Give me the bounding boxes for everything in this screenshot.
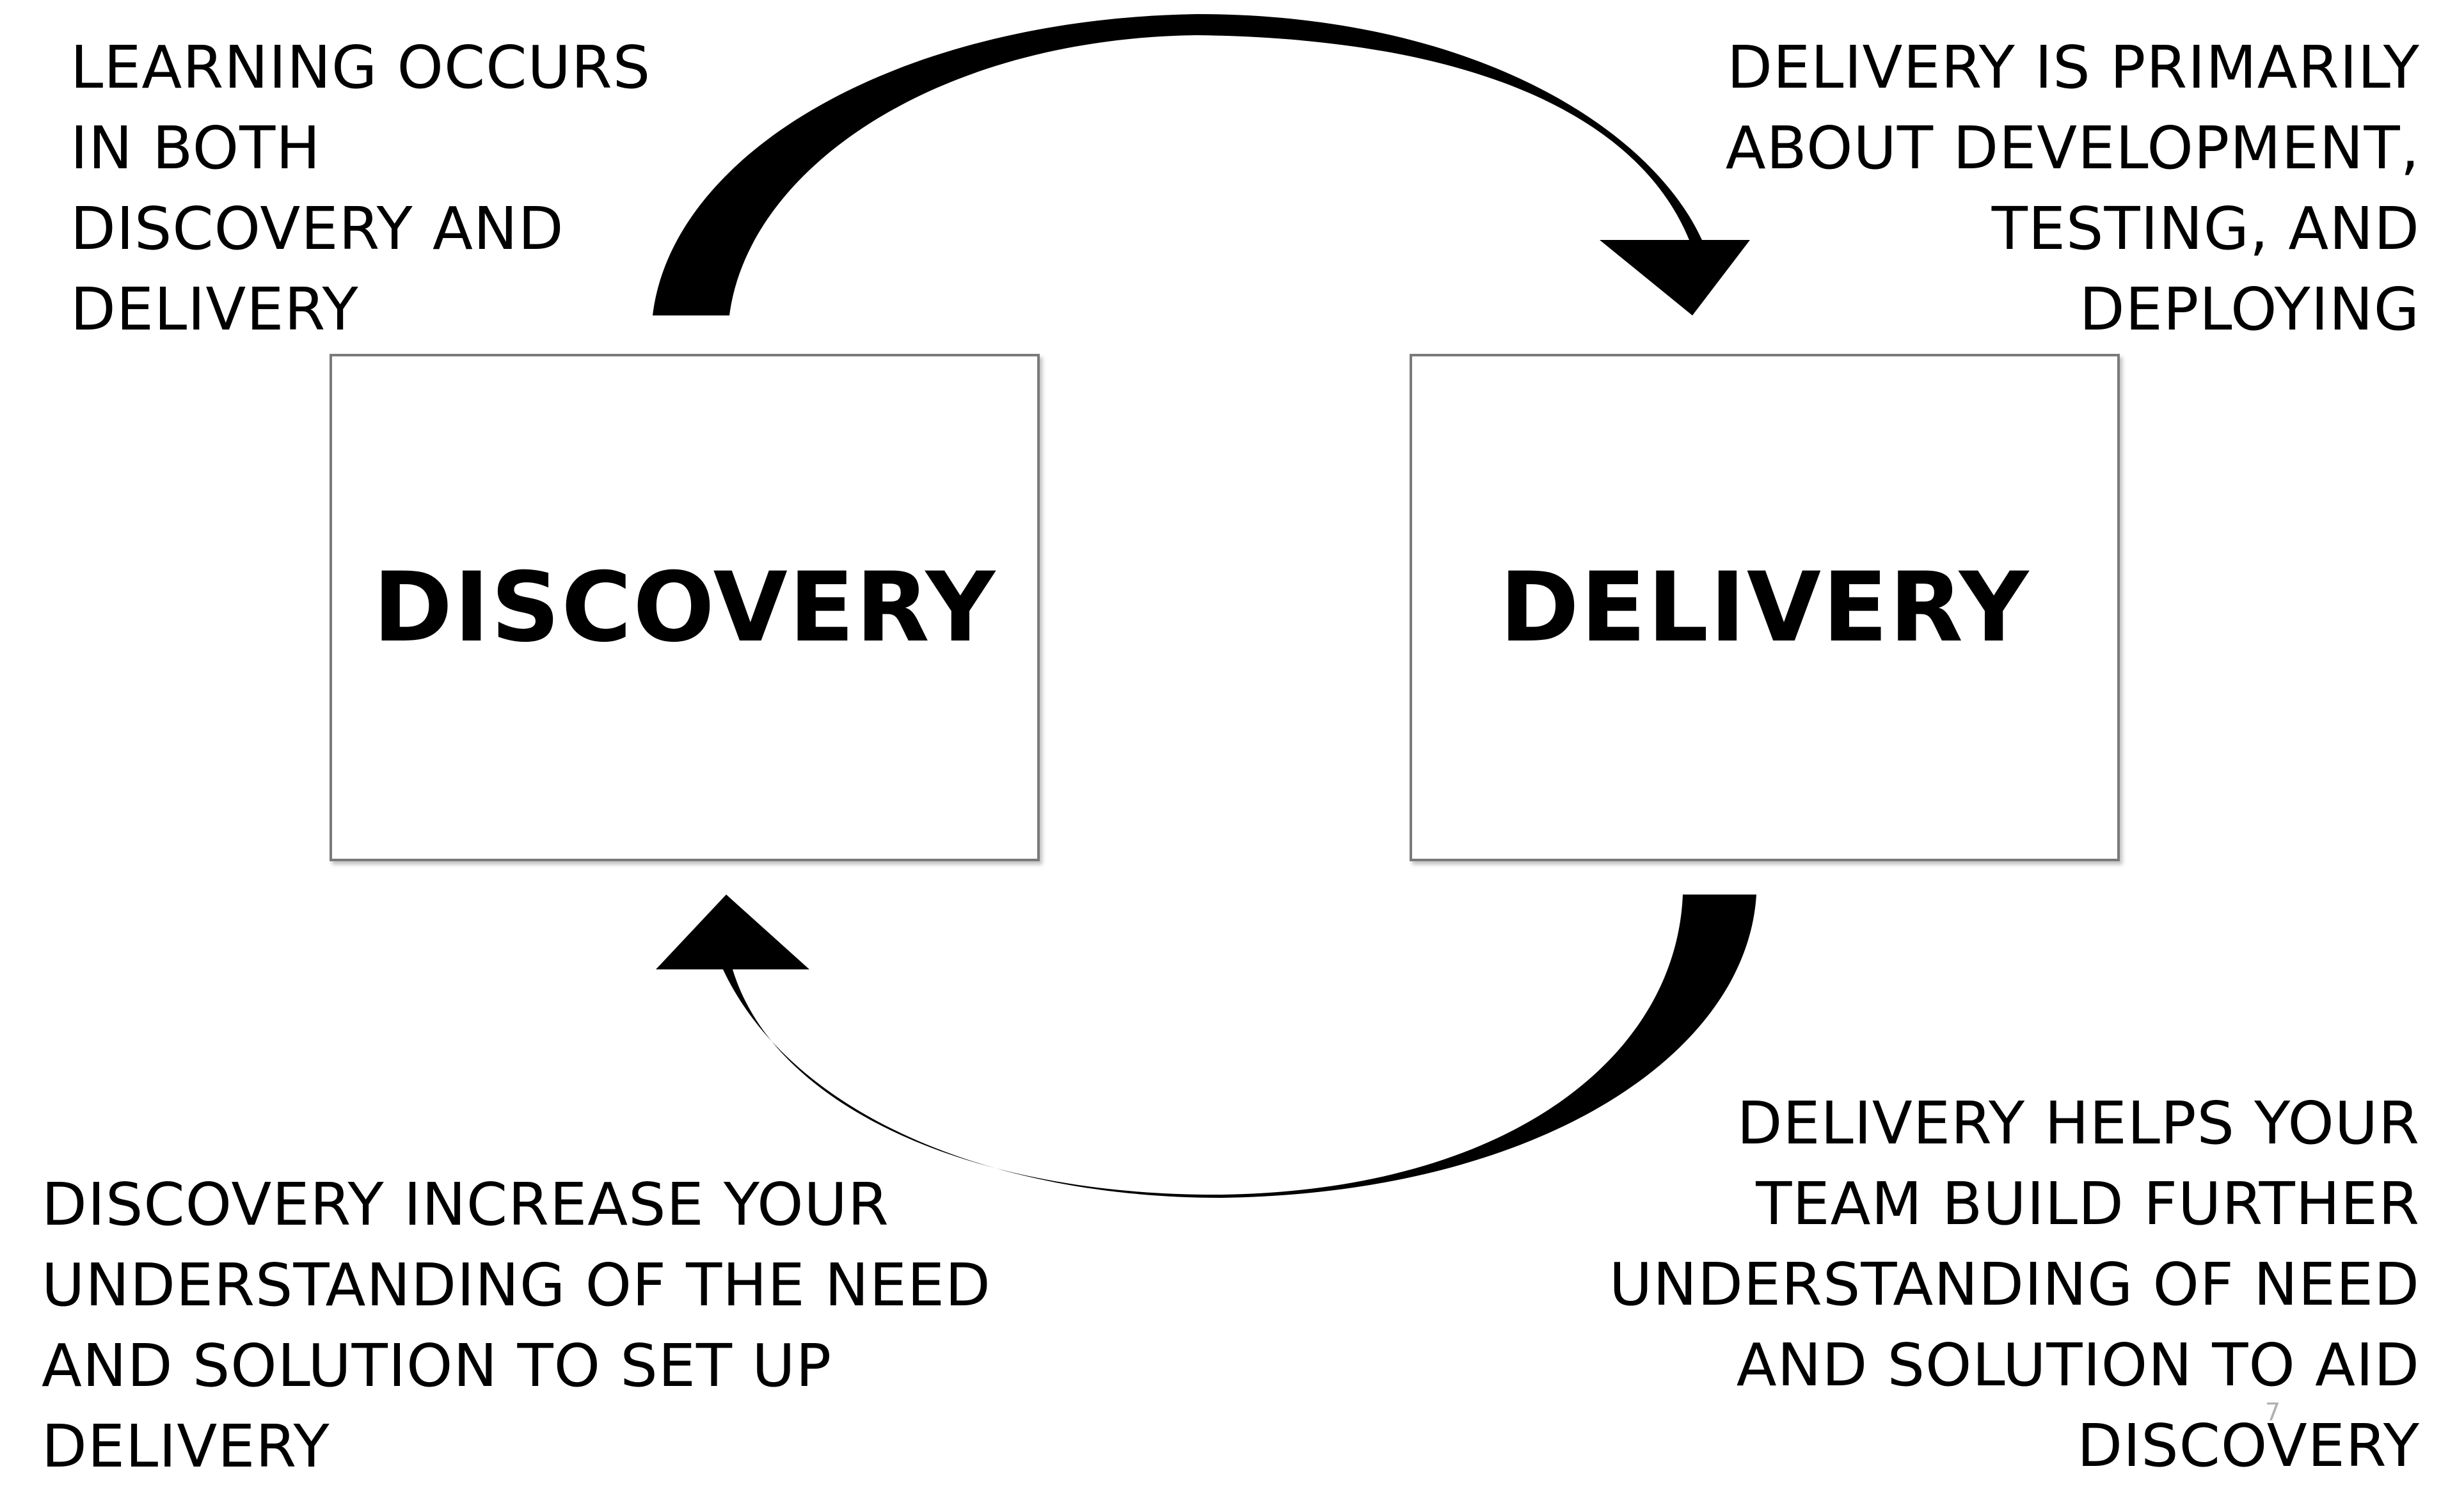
page-number: 7	[2265, 1398, 2281, 1426]
caption-discovery-increase: DISCOVERY INCREASE YOUR UNDERSTANDING OF…	[42, 1165, 991, 1487]
caption-learning: LEARNING OCCURS IN BOTH DISCOVERY AND DE…	[70, 28, 651, 350]
caption-line: AND SOLUTION TO SET UP	[42, 1332, 832, 1400]
caption-delivery-purpose: DELIVERY IS PRIMARILY ABOUT DEVELOPMENT,…	[1726, 28, 2420, 350]
caption-line: TESTING, AND	[1991, 195, 2420, 263]
caption-line: DISCOVERY AND	[70, 195, 564, 263]
delivery-box: DELIVERY	[1410, 354, 2120, 861]
discovery-box: DISCOVERY	[330, 354, 1040, 861]
delivery-label: DELIVERY	[1499, 552, 2030, 664]
caption-line: DELIVERY HELPS YOUR	[1737, 1089, 2420, 1158]
caption-line: DELIVERY	[42, 1412, 330, 1481]
caption-delivery-helps: DELIVERY HELPS YOUR TEAM BUILD FURTHER U…	[1609, 1083, 2420, 1486]
caption-line: IN BOTH	[70, 114, 321, 182]
caption-line: UNDERSTANDING OF THE NEED	[42, 1251, 991, 1319]
arrow-discovery-to-delivery	[653, 14, 1750, 315]
caption-line: DELIVERY IS PRIMARILY	[1727, 33, 2420, 102]
caption-line: DISCOVERY INCREASE YOUR	[42, 1170, 889, 1239]
discovery-label: DISCOVERY	[372, 552, 997, 664]
caption-line: ABOUT DEVELOPMENT,	[1725, 114, 2420, 182]
caption-line: AND SOLUTION TO AID	[1736, 1331, 2420, 1399]
caption-line: TEAM BUILD FURTHER	[1756, 1170, 2420, 1238]
caption-line: DEPLOYING	[2079, 275, 2420, 344]
caption-line: DISCOVERY	[2077, 1412, 2420, 1480]
caption-line: DELIVERY	[70, 275, 359, 344]
caption-line: LEARNING OCCURS	[70, 33, 651, 102]
arrow-delivery-to-discovery	[656, 895, 1756, 1198]
caption-line: UNDERSTANDING OF NEED	[1609, 1250, 2420, 1319]
